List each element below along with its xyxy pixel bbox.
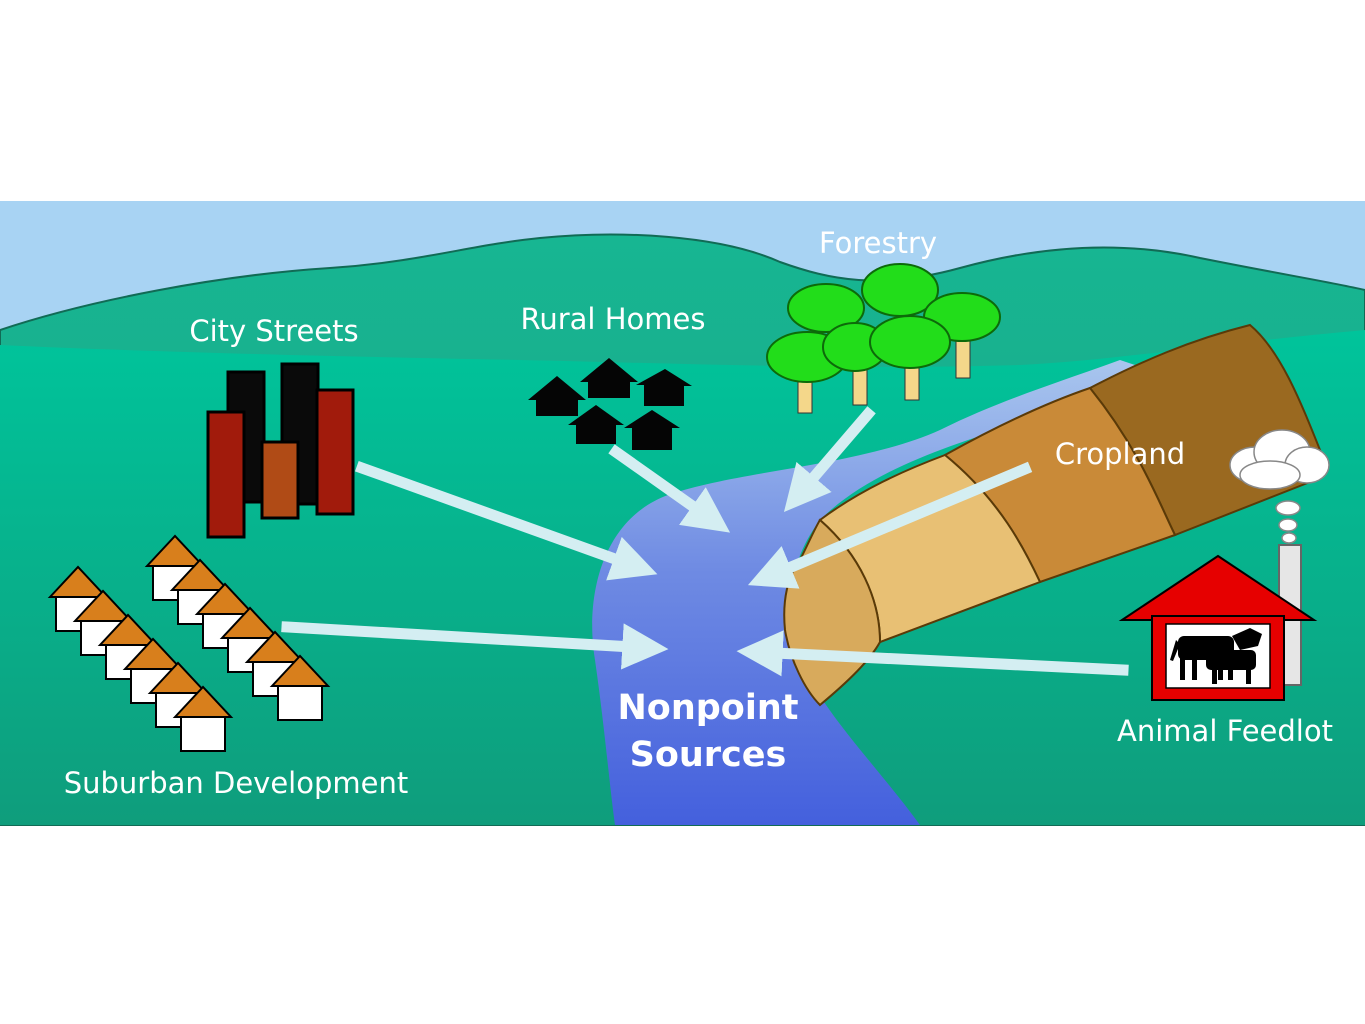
label-forestry: Forestry: [819, 226, 937, 260]
city-buildings-icon: [206, 362, 355, 539]
arrow-suburban-development: [281, 621, 669, 670]
smoke-icon: [1229, 429, 1330, 544]
barn-icon: [1118, 544, 1318, 701]
label-sources: Sources: [630, 735, 787, 775]
arrow-rural-homes: [608, 444, 731, 533]
arrow-cropland: [747, 461, 1033, 589]
arrow-animal-feedlot: [736, 630, 1129, 677]
cow-icon: [1170, 628, 1262, 684]
pollution-flow-arrows: [281, 406, 1129, 677]
label-animal-feedlot: Animal Feedlot: [1117, 714, 1333, 748]
river: [592, 360, 1150, 825]
label-rural-homes: Rural Homes: [521, 302, 706, 336]
label-city-streets: City Streets: [189, 314, 358, 348]
arrow-city-streets: [354, 460, 658, 581]
label-cropland: Cropland: [1055, 437, 1185, 471]
suburban-houses-icon: [47, 534, 331, 752]
arrow-forestry: [783, 406, 876, 513]
suburban-house: [144, 534, 206, 601]
label-nonpoint: Nonpoint: [618, 688, 799, 728]
suburban-house: [172, 685, 234, 752]
label-suburban-development: Suburban Development: [64, 766, 409, 800]
rural-homes-icon: [528, 358, 692, 450]
diagram-labels: Forestry City Streets Rural Homes Cropla…: [64, 226, 1333, 800]
forest-icon: [766, 263, 1001, 414]
suburban-house: [269, 654, 331, 721]
